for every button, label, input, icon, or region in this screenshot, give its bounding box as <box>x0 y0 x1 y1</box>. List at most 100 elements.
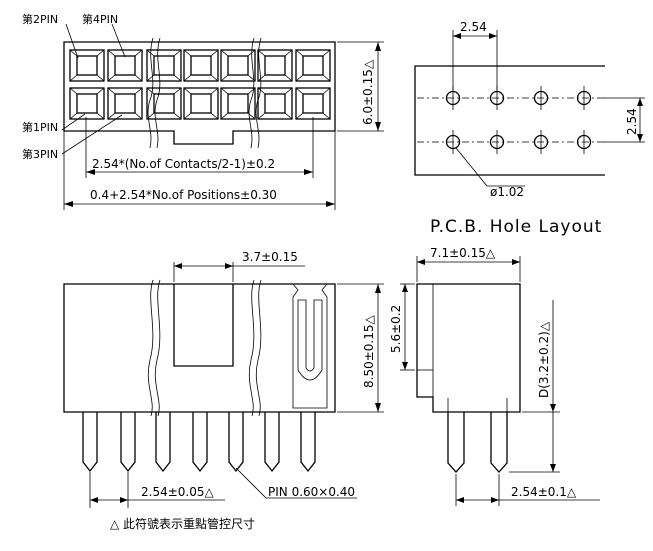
contact-cell <box>220 49 256 82</box>
contact-spring <box>297 299 323 381</box>
leader <box>111 23 126 58</box>
leader <box>65 23 79 59</box>
arrow <box>120 497 128 503</box>
pin-tail <box>264 412 280 473</box>
dim-slot-width: 3.7±0.15 <box>242 250 298 264</box>
contact-cell <box>107 87 143 120</box>
front-view-body <box>63 283 336 413</box>
pin-tail <box>82 412 98 473</box>
arrow <box>637 134 643 142</box>
leader <box>235 467 267 499</box>
pcb-hole-layout: 2.54 2.54 ø1.02 P.C.B. Hole Layout <box>414 20 645 237</box>
break-line <box>248 37 255 149</box>
top-view: 第2PIN 第4PIN 第1PIN 第3PIN 6.0±0.15△ 2.54*(… <box>22 12 384 210</box>
break-line <box>147 37 154 149</box>
break-line <box>255 279 262 417</box>
arrow <box>637 98 643 106</box>
arrow <box>225 263 233 269</box>
arrow <box>402 284 408 292</box>
dim-side-tail: D(3.2±0.2)△ <box>537 321 551 398</box>
dim-front-height: 8.50±0.15△ <box>362 315 376 388</box>
arrow <box>90 497 98 503</box>
pin-tail <box>228 412 244 473</box>
pcb-hole <box>533 86 549 110</box>
arrow <box>453 33 461 39</box>
dim-pcb-pitch-h: 2.54 <box>460 20 487 34</box>
dim-side-width: 7.1±0.15△ <box>430 246 496 260</box>
contact-cell <box>295 49 331 82</box>
contact-cell <box>220 87 256 120</box>
label-4pin: 第4PIN <box>82 12 118 26</box>
break-line <box>248 279 255 417</box>
arrow <box>326 201 335 207</box>
contact-cell <box>257 87 293 120</box>
dim-top-height: 6.0±0.15△ <box>361 59 375 125</box>
contact-cell <box>183 87 219 120</box>
leader <box>61 113 86 131</box>
arrow <box>174 263 182 269</box>
dim-hole-diameter: ø1.02 <box>490 185 524 199</box>
break-line <box>154 37 161 149</box>
dim-positions: 0.4+2.54*No.of Positions±0.30 <box>90 188 277 202</box>
side-pin <box>490 412 508 473</box>
dim-contacts: 2.54*(No.of Contacts/2-1)±0.2 <box>92 157 275 171</box>
arrow <box>375 403 381 412</box>
arrow <box>375 284 381 293</box>
arrow <box>304 169 313 175</box>
arrow <box>489 33 497 39</box>
contact-cell <box>257 49 293 82</box>
label-2pin: 第2PIN <box>22 12 58 26</box>
break-line <box>147 279 154 417</box>
pcb-outline <box>414 65 605 176</box>
arrow <box>375 122 381 131</box>
pcb-hole <box>533 130 549 154</box>
arrow <box>375 42 381 51</box>
pin-tail <box>155 412 171 473</box>
leader <box>61 114 123 155</box>
pcb-layout-title: P.C.B. Hole Layout <box>430 217 602 237</box>
arrow <box>491 497 499 503</box>
contact-cell <box>69 87 105 120</box>
arrow <box>550 464 556 472</box>
arrow <box>402 362 408 370</box>
contact-cell <box>69 49 105 82</box>
pcb-hole <box>576 130 592 154</box>
break-line <box>255 37 262 149</box>
pin-tail <box>120 412 136 473</box>
pin-tail <box>192 412 208 473</box>
top-view-body <box>63 41 336 145</box>
arrow <box>512 259 520 265</box>
contact-cell <box>183 49 219 82</box>
contact-cell <box>107 49 143 82</box>
dim-side-pitch: 2.54±0.1△ <box>511 485 577 499</box>
pin-tail <box>300 412 316 473</box>
pcb-hole <box>445 130 461 154</box>
dim-pcb-pitch-v: 2.54 <box>625 108 639 135</box>
label-3pin: 第3PIN <box>22 147 58 161</box>
footnote: △ 此符號表示重點管控尺寸 <box>110 516 255 531</box>
contact-cell <box>146 49 182 82</box>
arrow <box>86 169 95 175</box>
pcb-hole <box>489 130 505 154</box>
arrow <box>456 497 464 503</box>
side-view-body <box>416 283 521 413</box>
pin-tails <box>82 412 316 473</box>
dim-pin-pitch: 2.54±0.05△ <box>141 485 214 499</box>
dim-side-upper: 5.6±0.2 <box>389 305 403 353</box>
arrow <box>550 404 556 412</box>
side-view: 7.1±0.15△ 5.6±0.2 D(3.2±0.2)△ 2.54±0.1△ <box>389 246 600 506</box>
side-pin <box>447 412 465 473</box>
contact-cell <box>295 87 331 120</box>
contact-cells <box>69 49 331 120</box>
arrow <box>417 259 425 265</box>
label-1pin: 第1PIN <box>22 120 58 134</box>
contact-cavity <box>292 283 328 409</box>
center-slot <box>173 284 234 367</box>
front-view: 3.7±0.15 8.50±0.15△ 2.54±0.05△ PIN 0.60×… <box>63 250 384 508</box>
pcb-hole <box>576 86 592 110</box>
break-line <box>154 279 161 417</box>
leader <box>455 147 488 187</box>
pcb-holes <box>445 86 592 154</box>
arrow <box>64 201 73 207</box>
